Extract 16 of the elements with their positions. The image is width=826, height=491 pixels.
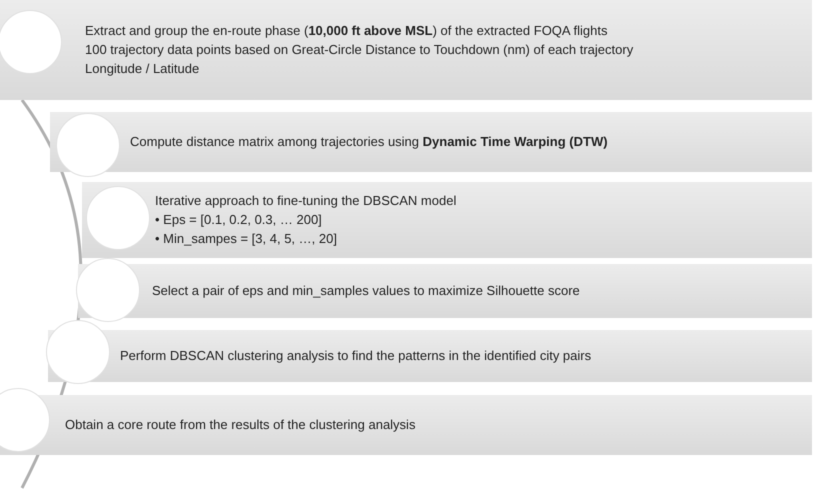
step-text: 100 trajectory data points based on Great-Circle Distance to Touchdown (nm) of each trajectory: [85, 42, 634, 58]
step-band: [0, 0, 812, 100]
step-band: [78, 264, 812, 318]
step-text: Obtain a core route from the results of the clustering analysis: [65, 417, 416, 433]
step-band: [82, 182, 812, 258]
step-text: Iterative approach to fine-tuning the DBSCAN model: [155, 193, 458, 209]
step-text: • Min_sampes = [3, 4, 5, …, 20]: [155, 231, 338, 247]
step-band: [50, 112, 812, 172]
step-text: Longitude / Latitude: [85, 61, 200, 77]
step-text: Select a pair of eps and min_samples values to maximize Silhouette score: [152, 283, 581, 299]
step-text: Extract and group the en-route phase (10,000 ft above MSL) of the extracted FOQA flights: [85, 23, 608, 39]
step-text: • Eps = [0.1, 0.2, 0.3, … 200]: [155, 212, 323, 228]
step-band: [0, 395, 812, 455]
step-text: Perform DBSCAN clustering analysis to find the patterns in the identified city pairs: [120, 348, 592, 364]
step-band: [48, 330, 812, 382]
step-text: Compute distance matrix among trajectories using Dynamic Time Warping (DTW): [130, 134, 609, 150]
